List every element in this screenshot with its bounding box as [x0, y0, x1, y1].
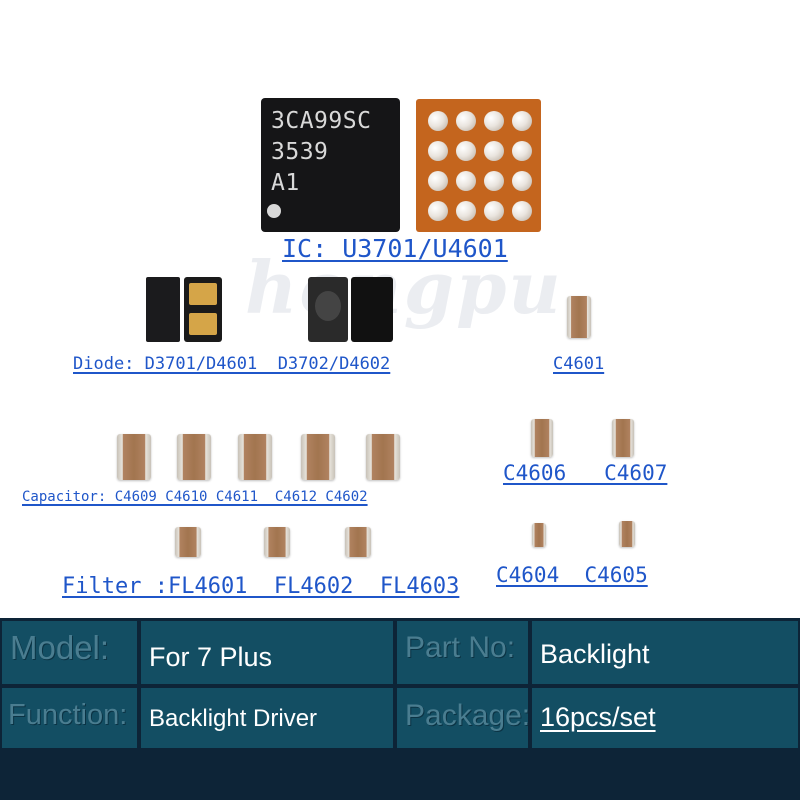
solder-ball [456, 171, 476, 191]
capacitor-c4609 [117, 434, 151, 480]
filter-fl4602 [264, 527, 290, 557]
diode-d3701-top [146, 277, 180, 342]
solder-ball [428, 171, 448, 191]
solder-ball [512, 111, 532, 131]
function-key-cell: Function: [2, 688, 137, 748]
model-key-cell: Model: [2, 621, 137, 684]
ic-chip-top: 3CA99SC 3539 A1 [261, 98, 400, 232]
capacitor-c4612 [301, 434, 335, 480]
capacitor-c4602 [366, 434, 400, 480]
solder-ball [484, 201, 504, 221]
capacitor-c4610 [177, 434, 211, 480]
capacitor-c4604 [532, 523, 546, 547]
solder-ball [428, 111, 448, 131]
solder-ball [456, 201, 476, 221]
c4606-c4607-label: C4606 C4607 [503, 461, 668, 485]
solder-ball [428, 141, 448, 161]
model-key: Model: [10, 629, 110, 666]
solder-ball [512, 201, 532, 221]
solder-ball [484, 141, 504, 161]
ic-label: IC: U3701/U4601 [282, 234, 508, 263]
function-key: Function: [8, 699, 128, 731]
model-value-cell: For 7 Plus [141, 621, 393, 684]
solder-ball [512, 171, 532, 191]
capacitor-label: Capacitor: C4609 C4610 C4611 C4612 C4602 [22, 489, 368, 505]
package-value: 16pcs/set [540, 702, 656, 732]
capacitor-c4606 [531, 419, 553, 457]
solder-ball [456, 111, 476, 131]
ic-marking-line-2: 3539 [271, 139, 329, 165]
diode-d3702-top [308, 277, 348, 342]
pin1-dot [267, 204, 281, 218]
ic-chip-bga-bottom [416, 99, 541, 232]
model-value: For 7 Plus [149, 642, 273, 672]
filter-label: Filter :FL4601 FL4602 FL4603 [62, 574, 460, 599]
diode-label: Diode: D3701/D4601 D3702/D4602 [73, 354, 391, 374]
function-value-cell: Backlight Driver [141, 688, 393, 748]
solder-ball [456, 141, 476, 161]
capacitor-c4607 [612, 419, 634, 457]
part-key-cell: Part No: [397, 621, 528, 684]
c4604-c4605-label: C4604 C4605 [496, 563, 648, 587]
watermark-text: hongpu [245, 245, 563, 330]
diode-d3701-bottom [184, 277, 222, 342]
ic-marking-line-3: A1 [271, 170, 300, 196]
c4601-label: C4601 [553, 354, 605, 374]
capacitor-c4605 [619, 521, 635, 547]
capacitor-c4611 [238, 434, 272, 480]
filter-fl4601 [175, 527, 201, 557]
spec-table: Model: For 7 Plus Part No: Backlight Fun… [0, 618, 800, 800]
part-value-cell: Backlight [532, 621, 798, 684]
package-value-cell: 16pcs/set [532, 688, 798, 748]
package-key-cell: Package: [397, 688, 528, 748]
ic-marking-line-1: 3CA99SC [271, 108, 372, 134]
solder-ball [484, 111, 504, 131]
filter-fl4603 [345, 527, 371, 557]
solder-ball [428, 201, 448, 221]
solder-ball [484, 171, 504, 191]
part-value: Backlight [540, 639, 650, 669]
part-key: Part No: [405, 631, 516, 664]
function-value: Backlight Driver [149, 705, 318, 732]
capacitor-c4601 [567, 296, 591, 338]
solder-ball [512, 141, 532, 161]
package-key: Package: [405, 699, 528, 732]
diode-d3702-bottom [351, 277, 393, 342]
